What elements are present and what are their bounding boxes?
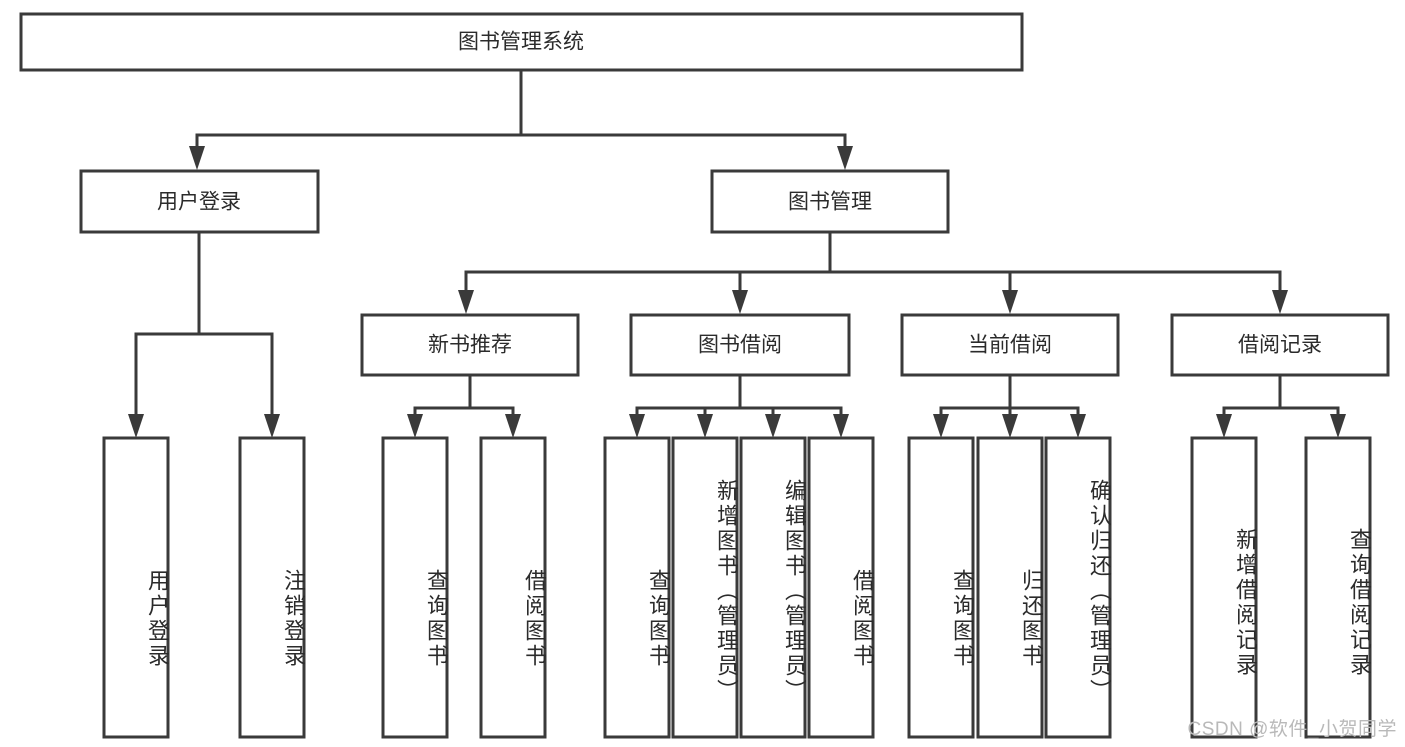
arrow-to-leaf-user-login: [128, 414, 144, 438]
leaf-box-borrow-book-2[interactable]: [807, 436, 875, 739]
root-box[interactable]: [19, 12, 1024, 72]
leaf-box-user-login[interactable]: [102, 436, 170, 739]
root-label: 图书管理系统: [458, 31, 584, 54]
connector-book-borrow-to-leaves: [629, 373, 849, 438]
arrow-to-book-manage: [837, 146, 853, 170]
leaf-box-logout[interactable]: [238, 436, 306, 739]
user-login-label: 用户登录: [157, 191, 241, 214]
node-book-management[interactable]: 图书管理: [710, 169, 950, 234]
connector-borrow-record-to-leaves: [1216, 373, 1346, 438]
arrow-to-borrow-record: [1272, 290, 1288, 314]
leaf-box-edit-book[interactable]: [739, 436, 807, 739]
node-new-book-recommend[interactable]: 新书推荐: [360, 313, 580, 377]
csdn-watermark: CSDN @软件_小贺同学: [1187, 719, 1397, 740]
current-borrow-box[interactable]: [900, 313, 1120, 377]
new-book-recommend-label: 新书推荐: [428, 334, 512, 357]
leaf-box-return-book[interactable]: [976, 436, 1044, 739]
node-borrow-record[interactable]: 借阅记录: [1170, 313, 1390, 377]
leaf-box-add-book[interactable]: [671, 436, 739, 739]
leaf-box-query-book-3[interactable]: [907, 436, 975, 739]
book-management-label: 图书管理: [788, 191, 872, 214]
connector-current-borrow-to-leaves: [933, 373, 1086, 438]
borrow-record-label: 借阅记录: [1238, 334, 1322, 357]
arrow-to-user-login: [189, 146, 205, 170]
leaf-box-confirm-return[interactable]: [1044, 436, 1112, 739]
leaf-box-query-book-2[interactable]: [603, 436, 671, 739]
connector-user-login-to-leaves: [128, 230, 280, 438]
connector-book-management-to-level2: [458, 230, 1288, 314]
user-login-box[interactable]: [79, 169, 320, 234]
arrow-to-current-borrow: [1002, 290, 1018, 314]
arrow-to-new-book: [458, 290, 474, 314]
node-user-login[interactable]: 用户登录: [79, 169, 320, 234]
leaf-box-query-record[interactable]: [1304, 436, 1372, 739]
leaf-box-query-book-1[interactable]: [381, 436, 449, 739]
arrow-to-book-borrow: [732, 290, 748, 314]
leaf-box-borrow-book-1[interactable]: [479, 436, 547, 739]
connector-root-to-level1: [189, 68, 853, 170]
arrow-to-leaf-logout: [264, 414, 280, 438]
node-root[interactable]: 图书管理系统: [19, 12, 1024, 72]
current-borrow-label: 当前借阅: [968, 334, 1052, 357]
node-book-borrow[interactable]: 图书借阅: [629, 313, 851, 377]
node-current-borrow[interactable]: 当前借阅: [900, 313, 1120, 377]
connector-new-book-to-leaves: [407, 373, 521, 438]
leaf-box-add-record[interactable]: [1190, 436, 1258, 739]
book-borrow-label: 图书借阅: [698, 334, 782, 357]
new-book-recommend-box[interactable]: [360, 313, 580, 377]
